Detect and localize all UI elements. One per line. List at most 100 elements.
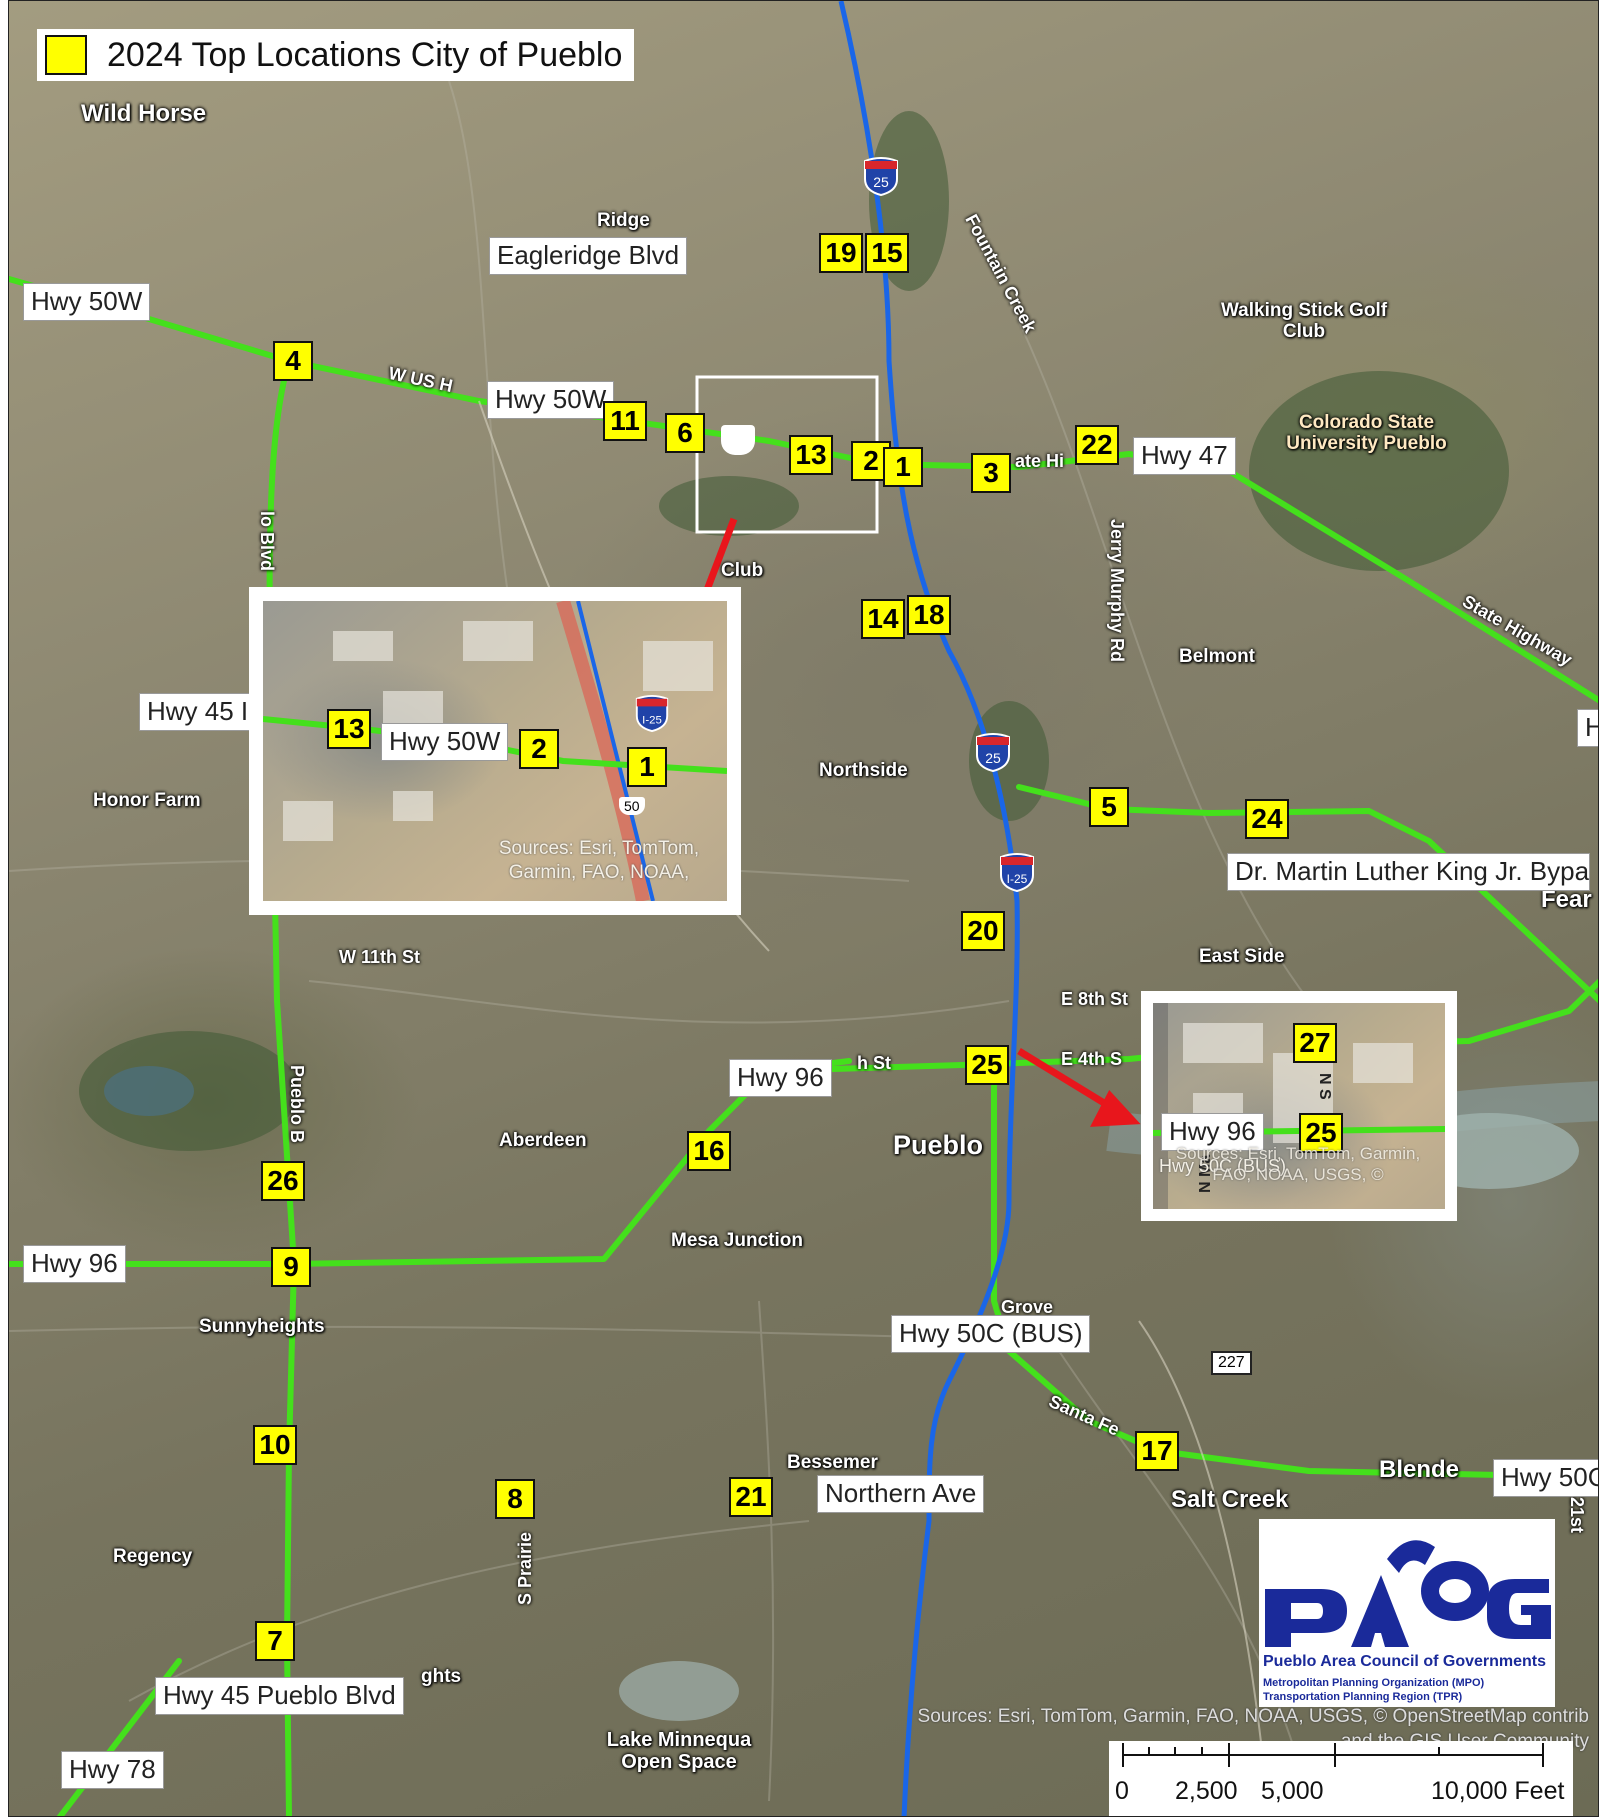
road-e-4th-st: E 4th S <box>1061 1049 1123 1069</box>
attribution-line-1: Sources: Esri, TomTom, Garmin, FAO, NOAA… <box>917 1706 1589 1727</box>
legend-label: 2024 Top Locations City of Pueblo <box>107 35 623 74</box>
pacog-logo-mark <box>1265 1540 1551 1647</box>
label-hwy-45: Hwy 45 I <box>139 693 257 731</box>
scale-tick-2500: 2,500 <box>1175 1777 1238 1805</box>
place-honor-farm: Honor Farm <box>93 790 201 811</box>
location-marker-1[interactable]: 1 <box>883 447 923 487</box>
inset-sources: Sources: Esri, TomTom, Garmin, FAO, NOAA… <box>498 838 700 883</box>
interstate-25-shield-icon: 25 <box>864 157 898 197</box>
place-mesa-junction: Mesa Junction <box>671 1230 803 1251</box>
place-walking-stick: Walking Stick Golf Club <box>1220 300 1388 342</box>
location-marker-15[interactable]: 15 <box>865 233 909 273</box>
place-ridge: Ridge <box>597 210 650 231</box>
location-marker-24[interactable]: 24 <box>1245 799 1289 839</box>
place-wild-horse: Wild Horse <box>81 100 207 127</box>
inset-location-marker-27[interactable]: 27 <box>1293 1023 1337 1063</box>
pacog-name: Pueblo Area Council of Governments <box>1263 1653 1547 1670</box>
satellite-map[interactable]: Wild Horse Ridge Walking Stick Golf Club… <box>8 0 1599 1817</box>
label-pueblo-blvd: Pueblo B <box>287 1065 307 1144</box>
interstate-25-shield-icon: 25 <box>976 733 1010 773</box>
us-route-shield-icon <box>721 425 755 455</box>
label-northern-ave: Northern Ave <box>817 1475 985 1513</box>
place-pueblo: Pueblo <box>893 1130 984 1160</box>
location-marker-4[interactable]: 4 <box>273 341 313 381</box>
road-4th-st: h St <box>857 1053 891 1073</box>
pacog-mpo: Metropolitan Planning Organization (MPO) <box>1263 1677 1485 1689</box>
location-marker-26[interactable]: 26 <box>261 1161 305 1201</box>
svg-text:25: 25 <box>985 750 1001 766</box>
road-state-hwy-47: ate Hi <box>1015 451 1065 471</box>
label-hwy-50c-east: Hwy 50C <box>1493 1459 1598 1497</box>
location-marker-13[interactable]: 13 <box>789 435 833 475</box>
location-marker-14[interactable]: 14 <box>861 599 905 639</box>
location-marker-21[interactable]: 21 <box>729 1477 773 1517</box>
location-marker-7[interactable]: 7 <box>255 1621 295 1661</box>
inset-location-marker-2[interactable]: 2 <box>519 729 559 769</box>
label-21st: 21st <box>1567 1497 1587 1534</box>
interstate-25-shield-icon: I-25 <box>1000 853 1034 893</box>
inset-label-hwy-50w: Hwy 50W <box>381 723 509 761</box>
place-belmont: Belmont <box>1179 646 1255 667</box>
inset-label-hwy-96: Hwy 96 <box>1161 1113 1264 1151</box>
place-fear-partial: Fear <box>1541 886 1592 913</box>
location-marker-20[interactable]: 20 <box>961 911 1005 951</box>
inset-map-hwy-96-50c[interactable]: N S N Ma 27 25 Hwy 96 Hwy 50C (BUS) Sour… <box>1141 991 1457 1221</box>
interstate-25-shield-icon: I-25 <box>635 695 669 733</box>
inset-sources: Sources: Esri, TomTom, Garmin, FAO, NOAA… <box>1175 1144 1421 1185</box>
scale-tick-10000: 10,000 Feet <box>1431 1777 1565 1805</box>
location-marker-25[interactable]: 25 <box>965 1045 1009 1085</box>
place-northside: Northside <box>819 760 908 781</box>
place-csu: Colorado State University Pueblo <box>1286 412 1447 454</box>
location-marker-16[interactable]: 16 <box>687 1131 731 1171</box>
scale-bar: 0 2,500 5,000 10,000 Feet <box>1109 1741 1573 1816</box>
inset-location-marker-1[interactable]: 1 <box>627 747 667 787</box>
place-club: Club <box>721 560 764 581</box>
place-salt-creek: Salt Creek <box>1171 1486 1289 1513</box>
place-regency: Regency <box>113 1546 193 1567</box>
inset-label-n-s: N S <box>1316 1073 1333 1100</box>
svg-text:I-25: I-25 <box>642 715 662 727</box>
location-marker-17[interactable]: 17 <box>1135 1431 1179 1471</box>
inset-location-marker-25[interactable]: 25 <box>1299 1113 1343 1153</box>
place-aberdeen: Aberdeen <box>499 1130 587 1151</box>
label-mlk-bypass: Dr. Martin Luther King Jr. Bypa <box>1227 853 1591 891</box>
scale-tick-5000: 5,000 <box>1261 1777 1324 1805</box>
road-e-8th-st: E 8th St <box>1061 989 1129 1009</box>
map-legend: 2024 Top Locations City of Pueblo <box>37 29 635 81</box>
place-bessemer: Bessemer <box>787 1452 878 1473</box>
location-marker-8[interactable]: 8 <box>495 1479 535 1519</box>
label-edge-h: H <box>1577 709 1598 747</box>
place-east-side: East Side <box>1199 946 1285 967</box>
location-marker-9[interactable]: 9 <box>271 1247 311 1287</box>
location-marker-18[interactable]: 18 <box>907 595 951 635</box>
us-route-50-shield: 50 <box>619 797 645 815</box>
scale-tick-0: 0 <box>1115 1777 1129 1805</box>
road-w-11th-st: W 11th St <box>339 947 421 967</box>
label-eagleridge-blvd: Eagleridge Blvd <box>489 237 688 275</box>
location-marker-5[interactable]: 5 <box>1089 787 1129 827</box>
label-hwy-50c-bus: Hwy 50C (BUS) <box>891 1315 1091 1353</box>
location-marker-19[interactable]: 19 <box>819 233 863 273</box>
state-route-227-shield: 227 <box>1211 1351 1252 1375</box>
label-hwy-50w-west: Hwy 50W <box>23 283 151 321</box>
road-grove: Grove <box>1001 1297 1054 1317</box>
pacog-logo: Pueblo Area Council of Governments Metro… <box>1259 1519 1555 1707</box>
location-marker-22[interactable]: 22 <box>1075 425 1119 465</box>
label-hwy-45-pueblo-blvd: Hwy 45 Pueblo Blvd <box>155 1677 404 1715</box>
label-pueblo-blvd-north: lo Blvd <box>257 511 277 572</box>
inset-map-hwy-50w-i25[interactable]: I-25 50 13 2 1 Hwy 50W Sources: Esri, To… <box>249 587 741 915</box>
inset-location-marker-13[interactable]: 13 <box>327 709 371 749</box>
legend-swatch <box>45 35 87 75</box>
location-marker-11[interactable]: 11 <box>603 401 647 441</box>
location-marker-3[interactable]: 3 <box>971 453 1011 493</box>
label-hwy-47: Hwy 47 <box>1133 437 1236 475</box>
label-hwy-96: Hwy 96 <box>729 1059 832 1097</box>
label-hwy-50w: Hwy 50W <box>487 381 615 419</box>
svg-text:I-25: I-25 <box>1007 872 1028 886</box>
label-hwy-96-west: Hwy 96 <box>23 1245 126 1283</box>
label-s-prairie: S Prairie <box>515 1531 535 1605</box>
inset-label-hwy-50c: Hwy 50C (BUS) <box>1159 1156 1287 1176</box>
place-heights-partial: ghts <box>421 1666 462 1687</box>
location-marker-10[interactable]: 10 <box>253 1425 297 1465</box>
location-marker-6[interactable]: 6 <box>665 413 705 453</box>
